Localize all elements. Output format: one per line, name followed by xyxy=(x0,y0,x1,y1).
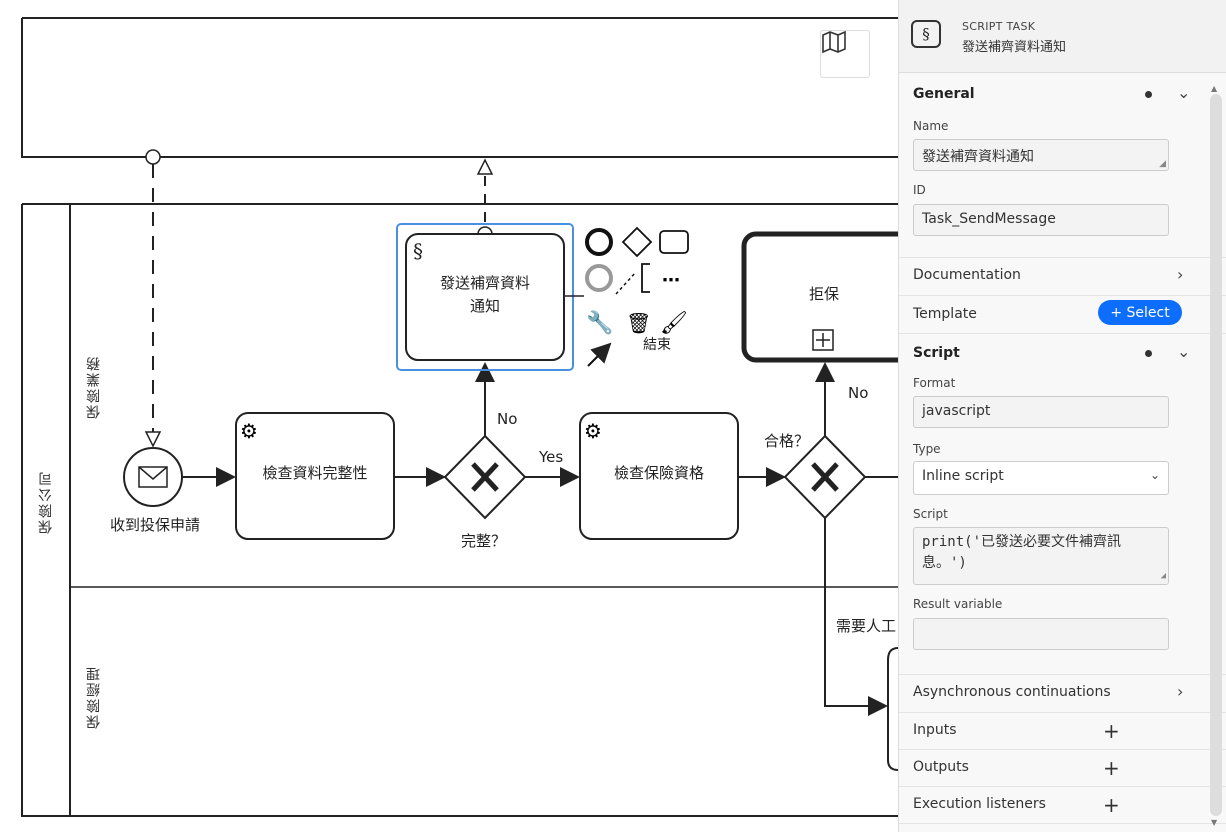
chevron-down-icon[interactable]: ⌄ xyxy=(1177,83,1191,102)
section-async[interactable]: Asynchronous continuations › xyxy=(899,675,1226,713)
start-event-label: 收到投保申請 xyxy=(110,516,201,534)
add-input-icon[interactable]: + xyxy=(1103,719,1120,743)
scroll-down-icon[interactable]: ▼ xyxy=(1211,818,1218,827)
lane1-label: 保險業務 xyxy=(86,355,102,419)
append-task-icon xyxy=(659,230,689,254)
id-field[interactable]: Task_SendMessage xyxy=(913,204,1169,236)
changed-dot-icon xyxy=(1145,350,1152,357)
add-listener-icon[interactable]: + xyxy=(1103,793,1120,817)
subprocess-reject[interactable] xyxy=(741,231,898,363)
color-picker-icon: 🖌 xyxy=(660,311,688,336)
format-label: Format xyxy=(913,376,956,390)
change-type-icon: 🔧 xyxy=(586,309,613,336)
script-label: Script xyxy=(913,507,948,521)
more-options-icon: ⋯ xyxy=(662,270,680,291)
type-select[interactable]: Inline script⌄ xyxy=(913,461,1169,495)
script-icon: § xyxy=(413,239,423,263)
map-icon xyxy=(822,31,846,53)
script-textarea[interactable]: print('已發送必要文件補齊訊 息。') ◢ xyxy=(913,527,1169,585)
section-template: Template xyxy=(899,296,1226,334)
result-variable-field[interactable] xyxy=(913,618,1169,650)
panel-header: § SCRIPT TASK 發送補齊資料通知 xyxy=(899,0,1226,73)
pool-label: 保險公司 xyxy=(38,470,54,534)
chevron-down-icon[interactable]: ⌄ xyxy=(1177,342,1191,361)
flow-no-2-label: No xyxy=(848,384,869,402)
svg-text:⚙: ⚙ xyxy=(584,419,602,443)
task-send-label-2: 通知 xyxy=(469,297,500,315)
scroll-up-icon[interactable]: ▲ xyxy=(1211,84,1218,93)
section-general-title: General xyxy=(913,86,975,102)
script-task-icon: § xyxy=(911,20,941,48)
lane2-label: 保險經理 xyxy=(86,665,102,729)
flow-no-label: No xyxy=(497,410,518,428)
svg-text:⚙: ⚙ xyxy=(240,419,258,443)
template-select-button[interactable]: + Select xyxy=(1098,300,1182,325)
section-listeners[interactable]: Execution listeners + xyxy=(899,787,1226,824)
task-check-docs-label: 檢查資料完整性 xyxy=(262,464,368,482)
append-intermediate-event-icon xyxy=(585,264,613,292)
append-gateway-icon xyxy=(621,226,653,258)
name-label: Name xyxy=(913,119,949,133)
chevron-right-icon[interactable]: › xyxy=(1177,682,1184,701)
diagram-svg: ⚙ ⚙ xyxy=(21,17,898,817)
subprocess-reject-label: 拒保 xyxy=(808,285,839,303)
flow-manual-label: 需要人工 xyxy=(836,617,896,635)
task-send-message[interactable] xyxy=(405,233,565,361)
append-text-annotation-icon xyxy=(641,263,650,293)
delete-icon: 🗑 xyxy=(626,311,651,335)
context-pad[interactable]: ⋯ 🔧 🗑 🖌 xyxy=(585,226,689,367)
type-label: Type xyxy=(913,442,941,456)
external-pool[interactable] xyxy=(21,17,898,158)
section-inputs[interactable]: Inputs + xyxy=(899,713,1226,750)
element-type: SCRIPT TASK xyxy=(962,20,1036,33)
name-field[interactable]: 發送補齊資料通知◢ xyxy=(913,139,1169,171)
gateway-complete-label: 完整？ xyxy=(461,532,507,550)
chevron-down-icon: ⌄ xyxy=(1149,468,1160,482)
task-check-qualification-label: 檢查保險資格 xyxy=(613,464,704,482)
section-script-header[interactable]: Script ⌄ xyxy=(899,334,1226,372)
section-script-title: Script xyxy=(913,345,960,361)
append-end-event-icon xyxy=(585,228,613,256)
properties-panel: § SCRIPT TASK 發送補齊資料通知 General ⌄ Name 發送… xyxy=(898,0,1226,832)
bpmn-canvas[interactable]: ⚙ ⚙ xyxy=(0,0,898,832)
id-label: ID xyxy=(913,183,926,197)
selection-outline xyxy=(396,223,574,371)
context-pad-label: 結束 xyxy=(643,337,671,353)
connect-icon xyxy=(587,342,612,367)
result-variable-label: Result variable xyxy=(913,597,1003,611)
flow-yes-label: Yes xyxy=(539,448,564,466)
add-output-icon[interactable]: + xyxy=(1103,756,1120,780)
section-general-header[interactable]: General ⌄ xyxy=(899,73,1226,113)
element-name: 發送補齊資料通知 xyxy=(962,40,1067,55)
chevron-right-icon[interactable]: › xyxy=(1177,265,1184,284)
panel-scrollbar[interactable] xyxy=(1210,94,1222,816)
gateway-qualified-label: 合格？ xyxy=(764,432,810,450)
task-send-label-1: 發送補齊資料 xyxy=(439,274,530,292)
minimap-toggle-button[interactable] xyxy=(820,30,870,78)
section-script-body: Format javascript Type Inline script⌄ Sc… xyxy=(899,372,1226,675)
section-general-body: Name 發送補齊資料通知◢ ID Task_SendMessage xyxy=(899,113,1226,258)
changed-dot-icon xyxy=(1145,91,1152,98)
section-outputs[interactable]: Outputs + xyxy=(899,750,1226,787)
format-field[interactable]: javascript xyxy=(913,396,1169,428)
section-documentation[interactable]: Documentation › xyxy=(899,258,1226,296)
main-pool[interactable] xyxy=(21,203,898,817)
